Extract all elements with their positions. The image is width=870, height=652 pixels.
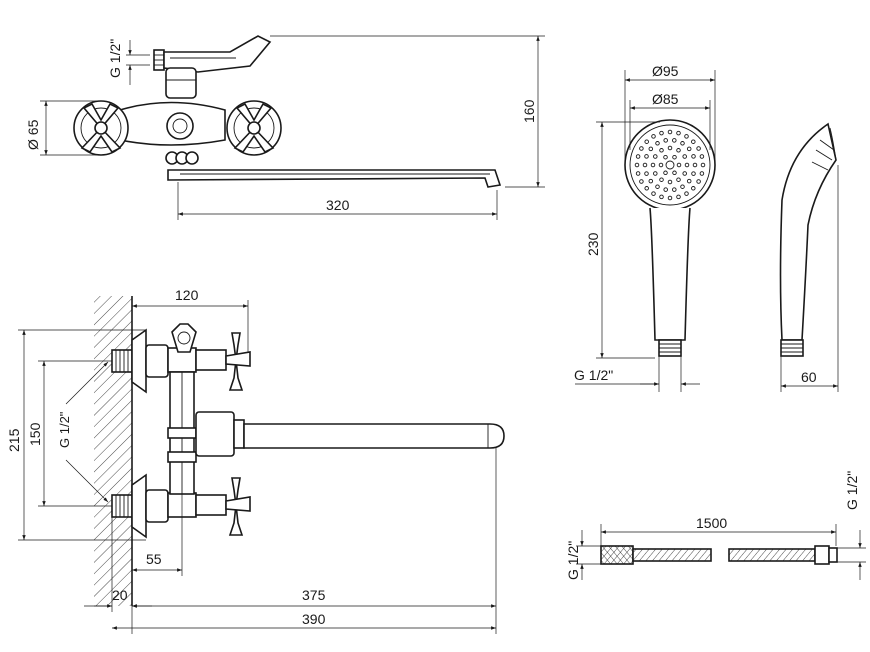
nozzle: [655, 184, 660, 189]
nozzle: [691, 139, 696, 144]
nozzle: [658, 162, 664, 168]
nozzle: [676, 177, 681, 182]
nozzle: [659, 177, 664, 182]
nozzle: [659, 194, 664, 200]
nozzle: [663, 170, 668, 176]
nozzle: [644, 154, 649, 159]
head-outer-diameter-label: Ø95: [652, 63, 679, 79]
nozzle: [684, 162, 690, 168]
offset-55-label: 55: [146, 551, 162, 567]
hose-thread-left-label: G 1/2": [565, 541, 581, 580]
nozzle: [650, 162, 656, 168]
nozzle: [651, 191, 656, 196]
inlet-thread-top-label: G 1/2": [107, 39, 123, 78]
nozzle: [644, 139, 649, 144]
handle-width-label: 60: [801, 369, 817, 385]
spout-375-label: 375: [302, 587, 326, 603]
nozzle: [686, 146, 692, 152]
nozzle: [691, 171, 696, 176]
nozzle: [665, 160, 675, 170]
nozzle-pattern: [634, 129, 706, 201]
nozzle: [655, 141, 660, 146]
nozzle: [696, 146, 701, 151]
shower-head-side: 60: [779, 122, 839, 392]
height-inner-label: 150: [27, 422, 43, 446]
nozzle: [667, 129, 673, 135]
offset-20-label: 20: [112, 587, 128, 603]
handle-thread-label: G 1/2": [574, 367, 613, 383]
nozzle: [676, 162, 682, 168]
nozzle: [680, 184, 685, 189]
nozzle: [644, 186, 649, 191]
nozzle: [699, 171, 705, 176]
nozzle: [663, 187, 668, 192]
head-inner-diameter-label: Ø85: [652, 91, 679, 107]
nozzle: [696, 179, 701, 184]
mixer-front-view: 120 215 150 G 1/2" 55 20 375 390: [6, 287, 505, 634]
nozzle: [667, 145, 673, 151]
nozzle: [635, 154, 641, 159]
nozzle: [651, 134, 656, 139]
inlet-thread-side-label: G 1/2": [57, 411, 72, 448]
nozzle: [682, 154, 687, 159]
nozzle: [667, 195, 673, 201]
nozzle: [672, 138, 677, 143]
hose-length-label: 1500: [696, 515, 727, 531]
nozzle: [684, 191, 689, 196]
nozzle: [672, 154, 677, 160]
hose-thread-right-label: G 1/2": [844, 471, 860, 510]
nozzle: [691, 154, 696, 159]
nozzle: [676, 194, 681, 200]
nozzle: [663, 138, 668, 143]
nozzle: [700, 162, 706, 168]
nozzle: [642, 162, 648, 168]
nozzle: [653, 154, 658, 159]
axis-distance-label: 120: [175, 287, 199, 303]
shower-hose: 1500 G 1/2" G 1/2": [565, 471, 866, 580]
nozzle: [699, 154, 705, 159]
nozzle: [682, 171, 687, 176]
nozzle: [676, 130, 681, 136]
nozzle: [684, 134, 689, 139]
mixer-top-view: G 1/2" Ø 65 160 320: [25, 35, 545, 220]
nozzle: [663, 154, 668, 160]
shower-head-front: Ø95 Ø85 230 G 1/2": [574, 63, 716, 392]
height-total-label: 160: [521, 99, 537, 123]
nozzle: [648, 146, 654, 152]
nozzle: [635, 171, 641, 176]
nozzle: [680, 141, 685, 146]
nozzle: [653, 171, 658, 176]
flange-diameter-label: Ø 65: [25, 119, 41, 150]
nozzle: [639, 146, 644, 151]
spout-length-top-label: 320: [326, 197, 350, 213]
nozzle: [676, 148, 681, 153]
nozzle: [644, 171, 649, 176]
height-side-label: 215: [6, 428, 22, 452]
nozzle: [667, 179, 673, 185]
nozzle: [692, 162, 698, 168]
nozzle: [639, 179, 644, 184]
nozzle: [672, 170, 677, 176]
nozzle: [691, 186, 696, 191]
nozzle: [634, 162, 640, 168]
nozzle: [686, 178, 692, 184]
nozzle: [672, 187, 677, 192]
nozzle: [659, 148, 664, 153]
nozzle: [648, 178, 654, 184]
handle-length-label: 230: [585, 232, 601, 256]
nozzle: [659, 130, 664, 136]
spout-390-label: 390: [302, 611, 326, 627]
